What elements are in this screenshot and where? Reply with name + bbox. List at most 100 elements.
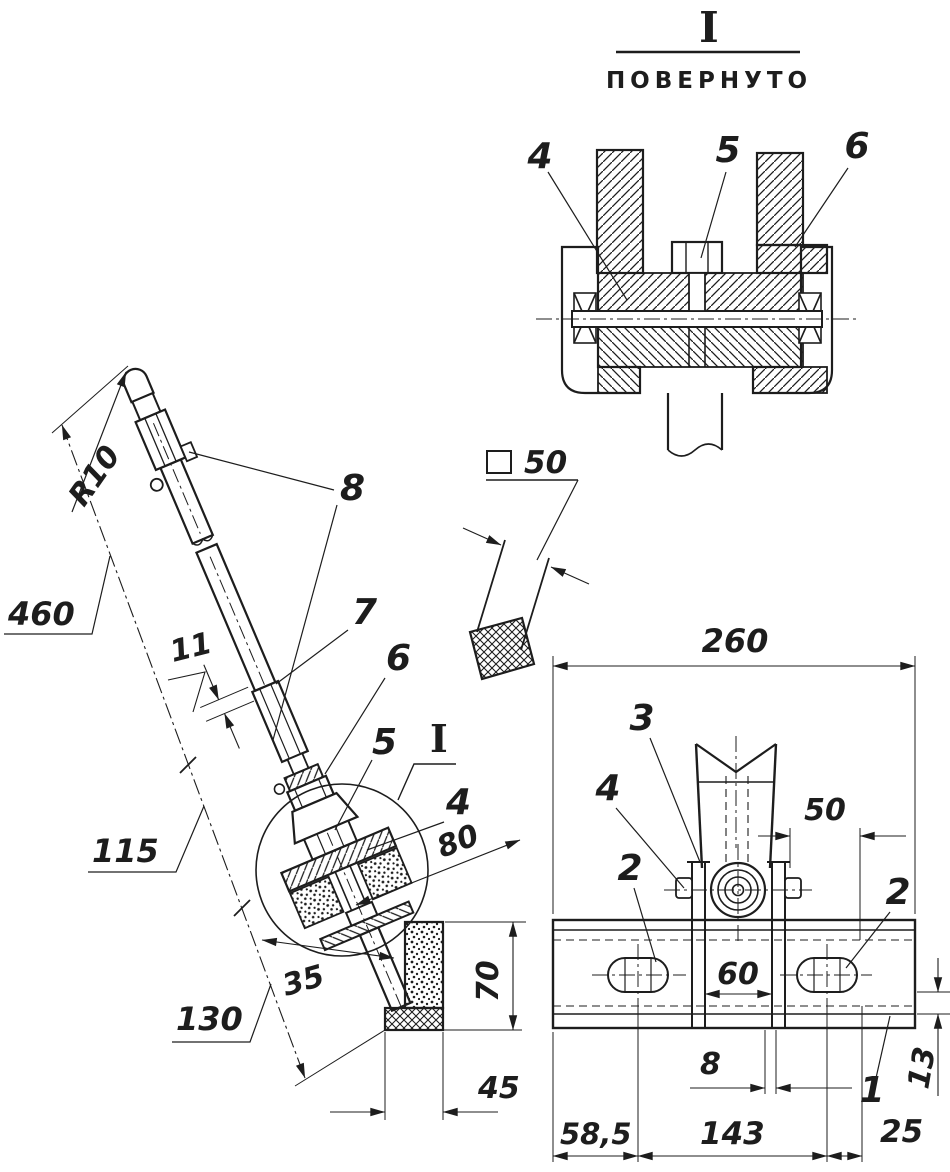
dim-chain-lines <box>552 1006 863 1162</box>
side-callout-5: 5 <box>372 722 397 763</box>
section-fork-flange-right <box>755 243 829 275</box>
dim-11-label: 11 <box>166 626 215 670</box>
square-dim-arrow <box>462 527 502 546</box>
dim-260-lines <box>552 656 916 914</box>
handle-tube-lower <box>250 679 310 764</box>
side-detail-label-leader <box>397 763 456 801</box>
front-callout-1: 1 <box>859 1070 884 1111</box>
front-callout-4: 4 <box>594 768 620 809</box>
front-slot-right <box>780 944 872 1012</box>
leader-detail-6 <box>794 167 849 248</box>
square-dim-arrow <box>550 566 590 585</box>
section-fork-plate-right <box>755 151 805 247</box>
dim-8-label: 8 <box>700 1047 721 1082</box>
dim-45-label: 45 <box>477 1071 520 1106</box>
dim-35-line <box>261 937 395 961</box>
leader-side-7 <box>275 629 349 685</box>
dim-80-line <box>355 839 521 906</box>
section-bottom-block-left <box>597 366 641 394</box>
dim-11-shelf <box>167 671 206 713</box>
dim-80-label: 80 <box>432 818 484 866</box>
section-lower-tube <box>666 393 724 457</box>
leader-side-6 <box>324 677 386 775</box>
square-cross-section <box>468 616 536 681</box>
leader-side-5 <box>334 759 373 831</box>
side-callout-7: 7 <box>352 592 377 633</box>
section-bushing-lower <box>597 326 804 368</box>
socket-inner-line <box>334 825 345 847</box>
dim-60-label: 60 <box>717 957 759 992</box>
detail-callout-4: 4 <box>526 136 552 177</box>
section-bolt <box>688 272 706 312</box>
square-section-value: 50 <box>524 445 567 481</box>
dim-460-shelf <box>4 555 111 635</box>
section-bottom-block-right <box>752 366 828 394</box>
leader-side-4 <box>366 821 445 851</box>
square-symbol <box>486 450 512 474</box>
front-callout-2-right: 2 <box>885 872 910 913</box>
dim-13-label: 13 <box>901 1044 943 1091</box>
front-bolt-right <box>784 877 802 899</box>
leader-detail-5 <box>700 171 727 259</box>
front-bearing <box>664 844 812 942</box>
side-detail-label-I: I <box>430 716 448 761</box>
side-callout-6: 6 <box>386 638 411 679</box>
detail-callout-5: 5 <box>715 130 740 171</box>
leader-side-8a <box>188 451 335 491</box>
front-slot-left <box>592 944 686 1012</box>
front-callout-3: 3 <box>629 698 654 739</box>
leader-front-4 <box>615 807 685 889</box>
dim-35-label: 35 <box>279 959 329 1004</box>
dim-50-label: 50 <box>804 793 846 828</box>
handle-grip-sleeve <box>134 408 187 472</box>
leader-front-3 <box>649 737 701 863</box>
dim-25-label: 25 <box>880 1114 923 1150</box>
dim-8-lines <box>690 1030 852 1094</box>
square-section-indicator: 50 <box>462 445 590 681</box>
dim-115-shelf <box>88 805 205 873</box>
leader-front-2-left <box>633 887 657 963</box>
leader-front-1 <box>875 1015 891 1079</box>
pivot-bolt-line <box>334 871 353 911</box>
dim-143-label: 143 <box>700 1116 765 1152</box>
side-callout-4: 4 <box>445 782 471 823</box>
chain-tick <box>233 899 251 917</box>
detail-view-subtitle: ПОВЕРНУТО <box>606 68 812 94</box>
square-label-leader <box>536 479 579 561</box>
socket-inner-line <box>316 833 327 855</box>
square-shaft-edge <box>476 539 506 633</box>
side-view-assembly: 460 115 130 R10 11 35 80 70 45 <box>4 365 590 1120</box>
leader-detail-4 <box>547 171 628 301</box>
leader-front-2-right <box>845 911 891 969</box>
handle-tube-middle <box>195 542 277 693</box>
dim-130-label: 130 <box>176 1000 243 1038</box>
collar-screw <box>273 783 286 795</box>
front-fork-column <box>694 736 778 869</box>
dim-50-lines <box>758 828 906 940</box>
section-fork-plate-left <box>595 148 645 275</box>
dim-115-label: 115 <box>92 832 159 870</box>
foot-wall <box>403 920 445 1010</box>
dim-260-label: 260 <box>702 622 769 660</box>
dim-460-label: 460 <box>7 595 75 633</box>
dim-58-5-label: 58,5 <box>560 1117 632 1151</box>
front-callout-2-left: 2 <box>617 848 642 889</box>
dim-45-lines <box>330 1032 498 1120</box>
chain-tick <box>179 756 197 774</box>
leader-side-8b <box>272 504 338 741</box>
detail-callout-6: 6 <box>844 126 869 167</box>
shaft-centerline <box>326 832 404 1013</box>
dim-r10-leader <box>71 371 127 513</box>
chain-dim-line <box>51 365 386 1087</box>
grip-side-knob <box>149 477 164 492</box>
detail-view-title: I <box>699 3 719 52</box>
dim-70-label: 70 <box>471 960 506 1002</box>
collar-inner-line <box>318 778 327 798</box>
dim-130-shelf <box>172 983 272 1043</box>
square-shaft <box>358 925 412 1013</box>
section-nut <box>670 240 724 275</box>
side-callout-8: 8 <box>340 468 365 509</box>
front-view-bracket: 260 50 60 8 13 <box>551 622 950 1162</box>
